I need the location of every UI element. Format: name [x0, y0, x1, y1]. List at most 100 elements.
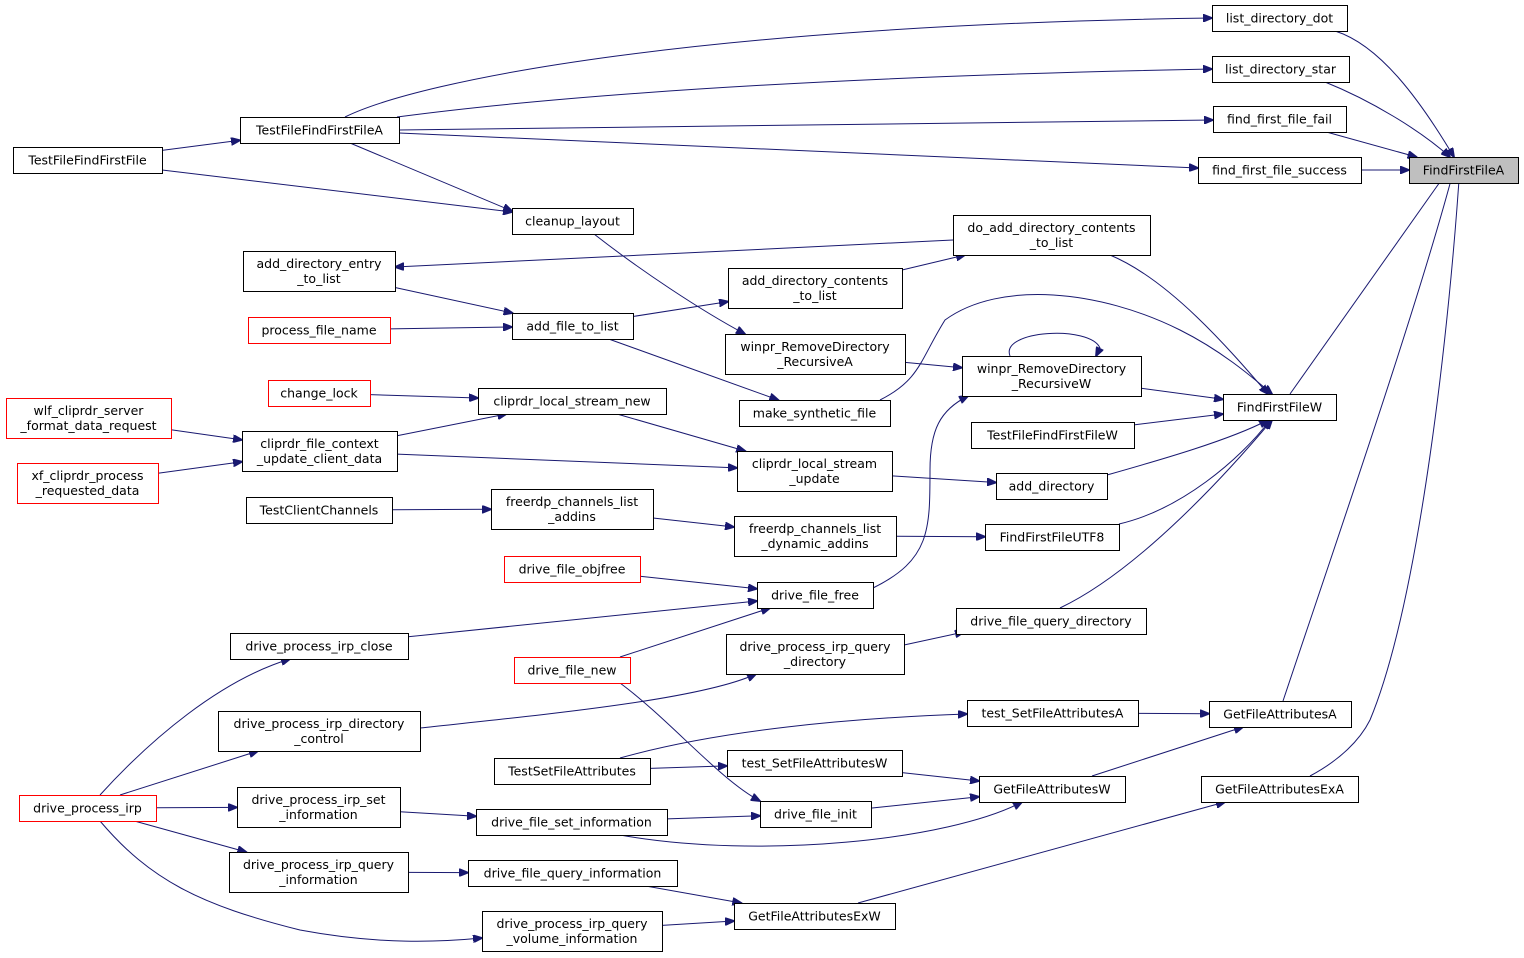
node-drive-process-irp-set-information[interactable]: drive_process_irp_set_information — [237, 787, 401, 828]
node-do-add-directory-contents-to-list[interactable]: do_add_directory_contents_to_list — [953, 215, 1151, 256]
node-add-file-to-list[interactable]: add_file_to_list — [512, 313, 634, 340]
node-add-directory-entry-to-list[interactable]: add_directory_entry_to_list — [243, 251, 396, 292]
edge-findfirstfileutf8-to-findfirstfilew — [1118, 420, 1270, 525]
node-label: change_lock — [280, 386, 358, 401]
node-drive-process-irp-close[interactable]: drive_process_irp_close — [230, 633, 409, 660]
node-label: cliprdr_file_context — [260, 436, 378, 451]
node-getfileattributesexw[interactable]: GetFileAttributesExW — [734, 903, 896, 930]
node-testfilefindfirstfile[interactable]: TestFileFindFirstFile — [13, 147, 163, 174]
node-find-first-file-fail[interactable]: find_first_file_fail — [1213, 106, 1347, 133]
node-wlf-cliprdr-server-format-data-request[interactable]: wlf_cliprdr_server_format_data_request — [6, 398, 172, 439]
edge-cliprdr-file-context-update-client-data-to-cliprdr-local-stream-update — [396, 453, 737, 468]
node-drive-process-irp-query-directory[interactable]: drive_process_irp_query_directory — [726, 634, 905, 675]
node-label: GetFileAttributesExA — [1215, 782, 1344, 797]
node-testclientchannels[interactable]: TestClientChannels — [246, 497, 393, 524]
edge-cliprdr-local-stream-update-to-add-directory — [891, 475, 996, 483]
node-cliprdr-file-context-update-client-data[interactable]: cliprdr_file_context_update_client_data — [242, 431, 398, 472]
edge-testfilefindfirstfile-to-testfilefindfirstfilea — [161, 140, 240, 151]
node-add-directory-contents-to-list[interactable]: add_directory_contents_to_list — [728, 268, 903, 309]
edge-winpr-removedirectory-recursivea-to-winpr-removedirectory-recursivew — [904, 361, 962, 367]
node-label: cliprdr_local_stream_new — [493, 394, 650, 409]
node-label: drive_process_irp_close — [245, 639, 392, 654]
node-cliprdr-local-stream-update[interactable]: cliprdr_local_stream_update — [737, 451, 893, 492]
node-freerdp-channels-list-addins[interactable]: freerdp_channels_list_addins — [491, 489, 654, 530]
node-winpr-removedirectory-recursivew[interactable]: winpr_RemoveDirectory_RecursiveW — [962, 356, 1142, 397]
node-drive-file-query-directory[interactable]: drive_file_query_directory — [956, 608, 1147, 635]
edge-getfileattributesw-to-getfileattributesa — [1091, 727, 1243, 777]
edge-testfilefindfirstfilea-to-cleanup-layout — [349, 142, 512, 211]
edge-freerdp-channels-list-addins-to-freerdp-channels-list-dynamic-addins — [652, 517, 734, 527]
node-list-directory-dot[interactable]: list_directory_dot — [1212, 5, 1348, 32]
node-find-first-file-success[interactable]: find_first_file_success — [1198, 157, 1362, 184]
node-drive-process-irp-query-volume-information[interactable]: drive_process_irp_query_volume_informati… — [482, 911, 663, 952]
node-label: TestFileFindFirstFile — [27, 153, 147, 168]
node-findfirstfileutf8[interactable]: FindFirstFileUTF8 — [985, 524, 1120, 551]
node-testfilefindfirstfilea[interactable]: TestFileFindFirstFileA — [240, 117, 400, 144]
node-label: list_directory_star — [1225, 62, 1337, 77]
node-label: drive_file_init — [774, 807, 857, 822]
node-add-directory[interactable]: add_directory — [996, 473, 1108, 500]
edge-make-synthetic-file-to-findfirstfilew — [879, 294, 1272, 401]
edge-testfilefindfirstfilea-to-find-first-file-success — [398, 132, 1198, 168]
edge-add-directory-contents-to-list-to-do-add-directory-contents-to-list — [901, 255, 965, 271]
node-label: _information — [278, 807, 357, 822]
node-freerdp-channels-list-dynamic-addins[interactable]: freerdp_channels_list_dynamic_addins — [734, 516, 897, 557]
edge-testfilefindfirstfilea-to-list-directory-dot — [344, 18, 1212, 118]
node-test-setfileattributesa[interactable]: test_SetFileAttributesA — [967, 700, 1139, 727]
node-label: GetFileAttributesExW — [748, 909, 881, 924]
node-drive-file-new[interactable]: drive_file_new — [514, 657, 631, 684]
node-make-synthetic-file[interactable]: make_synthetic_file — [739, 400, 891, 427]
node-xf-cliprdr-process-requested-data[interactable]: xf_cliprdr_process_requested_data — [17, 463, 159, 504]
node-list-directory-star[interactable]: list_directory_star — [1212, 56, 1350, 83]
node-drive-file-objfree[interactable]: drive_file_objfree — [504, 556, 641, 583]
node-drive-file-query-information[interactable]: drive_file_query_information — [468, 860, 678, 887]
node-label: GetFileAttributesW — [993, 782, 1110, 797]
edge-drive-file-query-directory-to-findfirstfilew — [1059, 420, 1272, 609]
node-drive-process-irp[interactable]: drive_process_irp — [19, 795, 157, 822]
node-drive-process-irp-query-information[interactable]: drive_process_irp_query_information — [229, 852, 409, 893]
node-label: _format_data_request — [19, 418, 156, 433]
node-label: drive_file_objfree — [519, 562, 626, 577]
node-label: test_SetFileAttributesA — [982, 706, 1124, 721]
edge-drive-file-new-to-drive-file-free — [619, 608, 770, 658]
node-label: _RecursiveA — [776, 354, 853, 369]
node-findfirstfilea[interactable]: FindFirstFileA — [1409, 157, 1519, 184]
edge-drive-process-irp-to-drive-process-irp-query-information — [134, 820, 246, 852]
node-drive-process-irp-directory-control[interactable]: drive_process_irp_directory_control — [218, 711, 421, 752]
node-label: make_synthetic_file — [753, 406, 877, 421]
node-label: drive_file_query_directory — [970, 614, 1132, 629]
edge-process-file-name-to-add-file-to-list — [389, 327, 512, 329]
node-findfirstfilew[interactable]: FindFirstFileW — [1223, 394, 1337, 421]
node-process-file-name[interactable]: process_file_name — [248, 317, 391, 344]
node-drive-file-init[interactable]: drive_file_init — [760, 801, 872, 828]
node-cleanup-layout[interactable]: cleanup_layout — [512, 208, 634, 235]
node-testfilefindfirstfilew[interactable]: TestFileFindFirstFileW — [971, 422, 1135, 449]
node-getfileattributesw[interactable]: GetFileAttributesW — [979, 776, 1126, 803]
node-drive-file-set-information[interactable]: drive_file_set_information — [476, 809, 668, 836]
node-getfileattributesexa[interactable]: GetFileAttributesExA — [1201, 776, 1359, 803]
node-label: _to_list — [1029, 235, 1074, 250]
node-change-lock[interactable]: change_lock — [268, 380, 371, 407]
node-winpr-removedirectory-recursivea[interactable]: winpr_RemoveDirectory_RecursiveA — [725, 334, 906, 375]
node-label: add_directory_entry — [257, 256, 383, 271]
node-test-setfileattributesw[interactable]: test_SetFileAttributesW — [727, 750, 903, 777]
node-label: freerdp_channels_list — [749, 521, 881, 536]
edge-drive-file-init-to-getfileattributesw — [870, 797, 979, 809]
node-label: cliprdr_local_stream — [752, 456, 877, 471]
node-cliprdr-local-stream-new[interactable]: cliprdr_local_stream_new — [478, 388, 667, 415]
node-drive-file-free[interactable]: drive_file_free — [757, 582, 874, 609]
node-getfileattributesa[interactable]: GetFileAttributesA — [1209, 701, 1352, 728]
node-label: drive_process_irp_query — [496, 916, 648, 931]
edge-add-file-to-list-to-add-directory-contents-to-list — [632, 302, 728, 317]
edge-list-directory-star-to-findfirstfilea — [1324, 81, 1450, 157]
node-label: drive_file_free — [771, 588, 859, 603]
node-testsetfileattributes[interactable]: TestSetFileAttributes — [494, 758, 651, 785]
edge-xf-cliprdr-process-requested-data-to-cliprdr-file-context-update-client-data — [157, 462, 242, 474]
edge-drive-process-irp-directory-control-to-drive-process-irp-query-directory — [419, 674, 756, 729]
edge-winpr-removedirectory-recursivew-to-findfirstfilew — [1140, 387, 1223, 399]
edge-testfilefindfirstfilea-to-find-first-file-fail — [398, 120, 1213, 131]
node-label: TestFileFindFirstFileA — [255, 123, 383, 138]
edge-add-directory-to-findfirstfilew — [1106, 420, 1268, 476]
node-label: TestFileFindFirstFileW — [986, 428, 1118, 443]
